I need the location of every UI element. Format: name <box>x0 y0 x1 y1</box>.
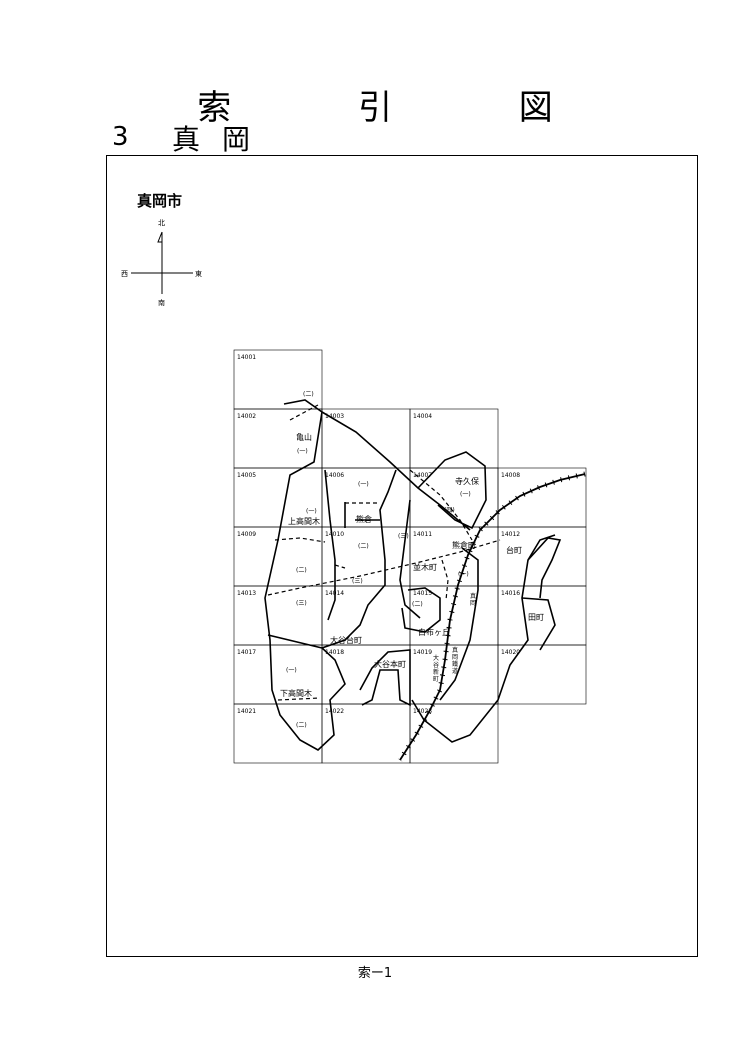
place-labels: 亀山 (一) (二) 寺久保 (一) (一) 上高間木 (二) (三) 熊倉 (… <box>280 391 544 729</box>
page-number: 索ー1 <box>357 966 393 981</box>
map-cell-id: 14022 <box>325 708 344 715</box>
map-cell <box>497 644 587 705</box>
outline-east <box>411 534 556 743</box>
map-cell-id: 14011 <box>413 531 432 538</box>
compass-arrow-icon <box>131 231 193 294</box>
label-namiki-2: (二) <box>412 601 423 608</box>
map-boundaries <box>264 399 562 751</box>
label-oyashincho: 大谷新町 <box>433 654 439 683</box>
map-cell-id: 14018 <box>325 649 344 656</box>
dashed-boundaries <box>267 404 501 701</box>
label-kameyama-1: (一) <box>297 448 308 455</box>
label-kamitakamaki-1: (一) <box>306 508 317 515</box>
map-cell-id: 14010 <box>325 531 344 538</box>
terakubo-outline <box>417 451 487 530</box>
section-number: 3 <box>112 122 129 152</box>
inner-line-4 <box>324 469 336 621</box>
label-namiki-1: (一) <box>458 571 469 578</box>
label-kumakura: 熊倉 <box>356 514 372 524</box>
label-daicho: 台町 <box>506 545 522 555</box>
page-title: 索 引 図 <box>197 88 611 128</box>
map-cell-id: 14004 <box>413 413 432 420</box>
city-label: 真岡市 <box>137 192 183 210</box>
label-oyadai-3: (三) <box>352 578 363 585</box>
compass-north: 北 <box>158 219 165 227</box>
map-cell-id: 14008 <box>501 472 520 479</box>
map-cell-id: 14005 <box>237 472 256 479</box>
station-area <box>439 547 479 701</box>
map-frame: 真岡市 北 南 東 西 <box>106 155 698 957</box>
section-area-name: 真岡 <box>172 123 273 156</box>
label-shirobu: 白布ヶ丘 <box>418 627 450 637</box>
compass-rose: 北 南 東 西 <box>117 214 207 314</box>
compass-south: 南 <box>158 299 165 307</box>
label-kumakura-2: (二) <box>358 543 369 550</box>
inner-line-6 <box>401 587 441 633</box>
map-cell-id: 14019 <box>413 649 432 656</box>
label-kumakura-1: (一) <box>358 481 369 488</box>
map-cell-id: 14007 <box>413 472 432 479</box>
vertical-labels: 大谷新町 真岡鐵道 真岡 <box>433 592 476 683</box>
label-kameyama: 亀山 <box>296 432 312 442</box>
map-cell-id: 14002 <box>237 413 256 420</box>
label-kamitakamaki-2: (二) <box>296 567 307 574</box>
daicho-outline <box>527 537 562 599</box>
label-kamitakamaki-3: (三) <box>296 600 307 607</box>
label-shimotakamaki-1: (一) <box>286 667 297 674</box>
label-moka-station: 真岡 <box>470 592 476 607</box>
label-terakubo: 寺久保 <box>455 476 479 486</box>
map-cell-id: 14001 <box>237 354 256 361</box>
map-cell-id: 14021 <box>237 708 256 715</box>
map-cell <box>409 703 499 764</box>
map-cell-id: 14006 <box>325 472 344 479</box>
map-grid: 14001 14002 14003 14004 14005 14006 14007 14008… <box>233 349 587 764</box>
tacho-outline <box>521 597 556 651</box>
label-tacho: 田町 <box>528 613 544 622</box>
map-cell-id: 14012 <box>501 531 520 538</box>
map-cell-id: 14013 <box>237 590 256 597</box>
label-code-4: (四) <box>444 507 455 514</box>
compass-east: 東 <box>195 270 202 278</box>
label-moka-railway: 真岡鐵道 <box>452 646 458 675</box>
map-cell-id: 14017 <box>237 649 256 656</box>
outline-west <box>264 399 397 751</box>
map-cell-id: 14009 <box>237 531 256 538</box>
inner-line-5 <box>267 634 323 649</box>
label-kumakuracho: 熊倉町 <box>452 540 476 550</box>
label-oyahoncho: 大谷本町 <box>374 659 406 669</box>
railway <box>397 471 586 762</box>
map-cell-id: 14016 <box>501 590 520 597</box>
label-shimotakamaki-2: (二) <box>296 722 307 729</box>
label-kamitakamaki: 上高間木 <box>288 516 320 526</box>
label-kumakura-3: (三) <box>398 533 409 540</box>
map-cell-id: 14003 <box>325 413 344 420</box>
map-cell-id: 14023 <box>413 708 432 715</box>
map-cell-id: 14020 <box>501 649 520 656</box>
compass-west: 西 <box>121 270 128 278</box>
inner-line-1 <box>399 499 421 619</box>
oya-outline <box>359 649 411 707</box>
label-oyadaicho: 大谷台町 <box>330 635 362 645</box>
label-namikicho: 並木町 <box>413 562 437 572</box>
label-kameyama-2: (二) <box>303 391 314 398</box>
label-shimotakamaki: 下高間木 <box>280 688 312 698</box>
label-terakubo-1: (一) <box>460 491 471 498</box>
outline-north-east <box>321 411 471 531</box>
map-cell-id: 14015 <box>413 590 432 597</box>
